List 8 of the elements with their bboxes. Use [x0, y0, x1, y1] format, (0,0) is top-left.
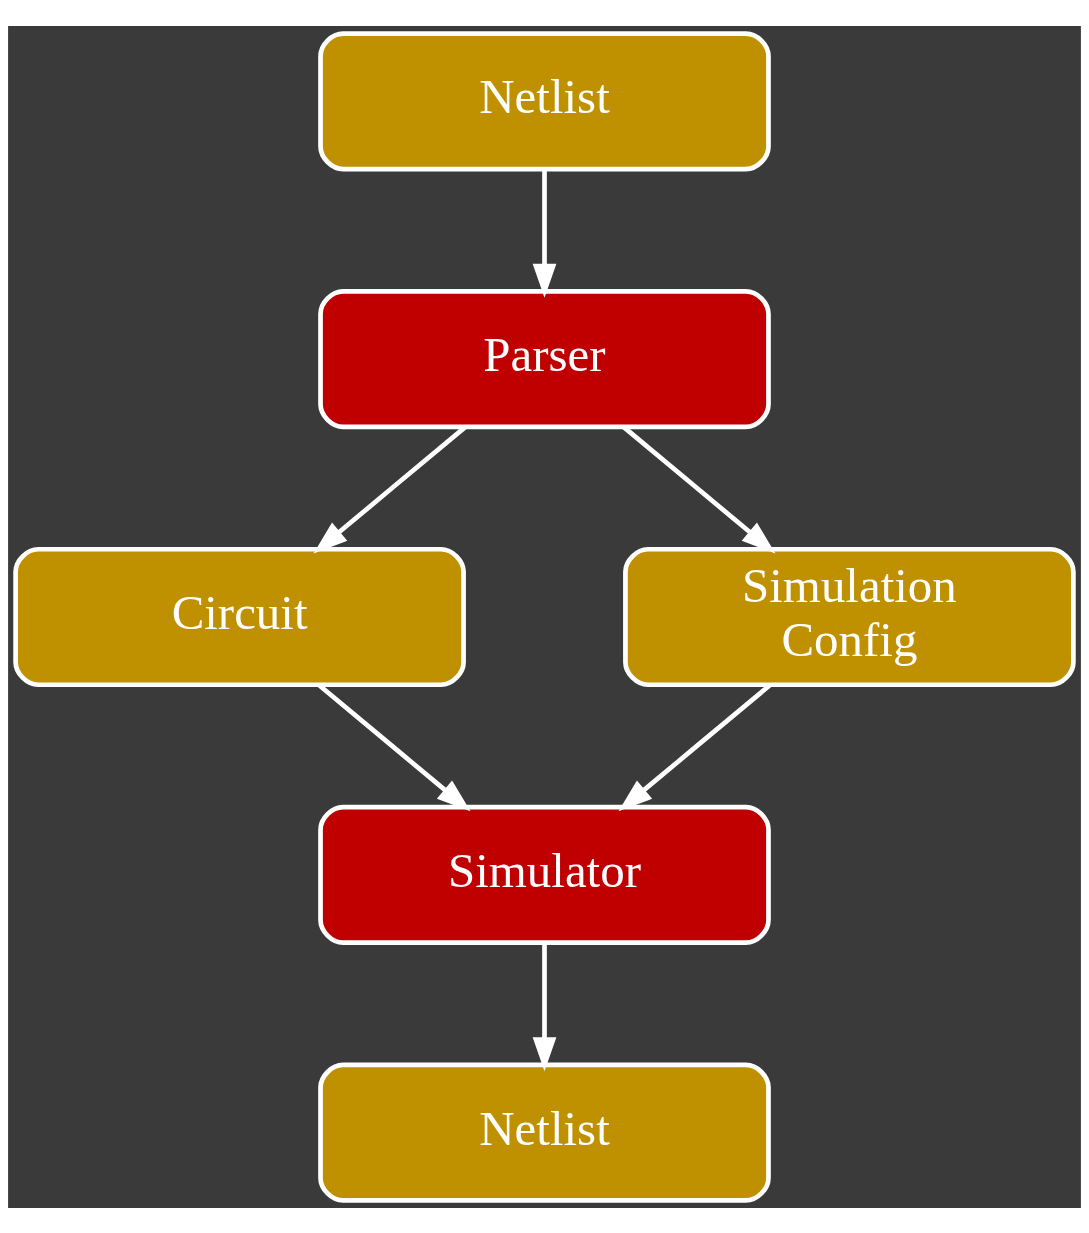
node-box: Simulation Config [623, 546, 1076, 687]
node-box: Parser [318, 288, 771, 429]
arrow [532, 168, 557, 298]
node-box: Circuit [13, 546, 466, 687]
node-box: Netlist [318, 30, 771, 171]
node-box: Simulator [318, 804, 771, 945]
node-box: Netlist [318, 1062, 771, 1203]
arrow [532, 942, 557, 1071]
